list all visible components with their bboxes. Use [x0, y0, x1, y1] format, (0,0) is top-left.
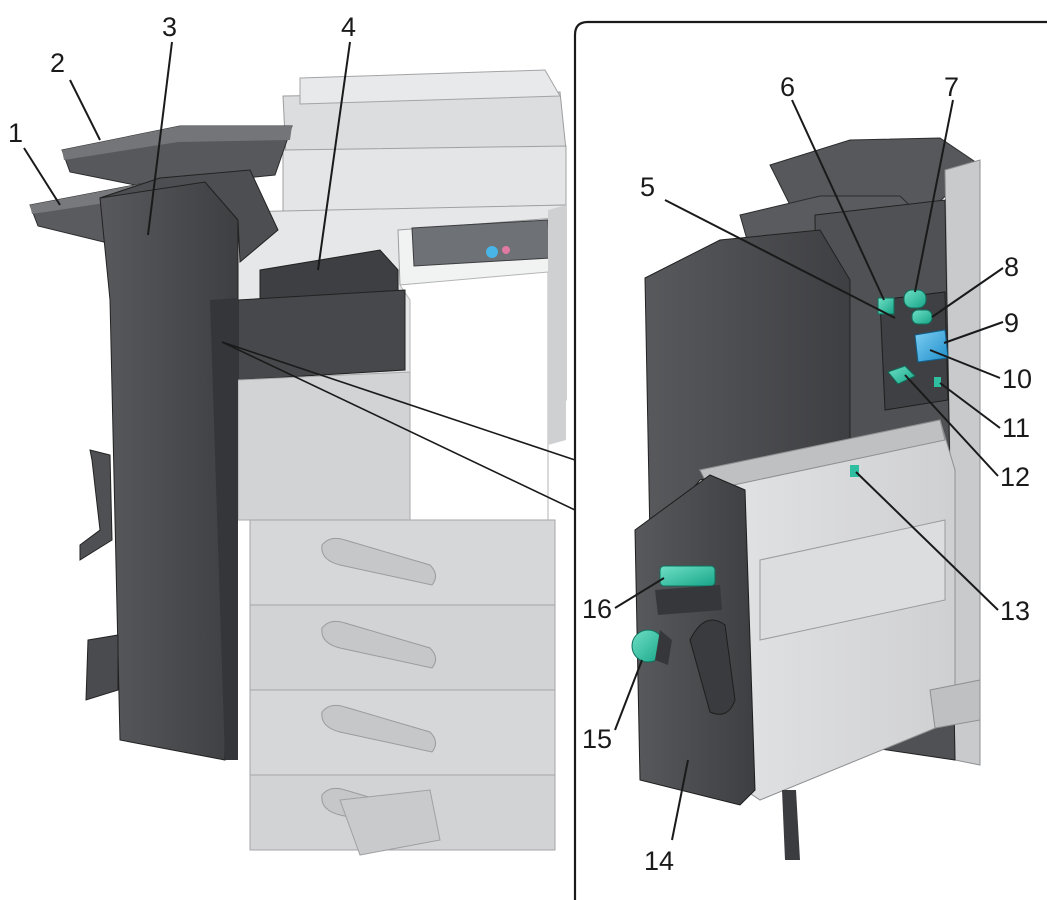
knob-7	[903, 289, 927, 309]
callout-12: 12	[1000, 462, 1030, 492]
touch-screen	[411, 219, 551, 267]
document-feeder-tray	[299, 69, 561, 105]
finisher-body	[79, 169, 279, 761]
knob-8	[911, 309, 933, 325]
callout-5: 5	[640, 172, 655, 202]
stop-button	[502, 246, 510, 254]
callout-10: 10	[1002, 364, 1032, 394]
handle-recess	[655, 585, 722, 615]
finisher-side-lower	[210, 298, 238, 760]
drawer-handle-3	[321, 704, 436, 753]
output-tray-front	[237, 289, 406, 381]
leader-4	[317, 41, 351, 271]
drawer-handle-1	[321, 537, 436, 586]
leader-13	[855, 471, 999, 611]
leader-10	[929, 349, 1001, 379]
drawer-handle-2	[321, 620, 436, 669]
leader-6	[791, 99, 885, 301]
copier-side	[548, 205, 566, 445]
callout-3: 3	[162, 12, 177, 42]
machine-stand-foot	[339, 789, 441, 856]
leader-11	[939, 382, 1001, 429]
leader-14	[671, 759, 689, 841]
callout-11: 11	[1002, 413, 1030, 443]
zoom-line-upper	[221, 341, 576, 511]
indicator-11	[934, 377, 941, 387]
callout-2: 2	[50, 48, 65, 78]
leader-15	[614, 659, 643, 731]
start-button	[486, 246, 498, 258]
leader-12	[904, 374, 999, 477]
handle-16	[659, 565, 716, 587]
tray-2-top	[62, 126, 292, 160]
callout-14: 14	[644, 846, 674, 876]
leader-5	[664, 199, 896, 319]
callout-4: 4	[341, 12, 356, 42]
leader-9	[943, 321, 1004, 344]
finisher-open-view	[631, 137, 981, 860]
leader-1	[23, 147, 61, 206]
paper-drawers	[237, 371, 556, 856]
callout-1: 1	[8, 118, 23, 148]
callout-16: 16	[582, 594, 612, 624]
copier-machine	[237, 69, 567, 856]
scanner-body	[282, 145, 567, 213]
finisher-top	[99, 169, 279, 264]
bottom-tray	[85, 634, 119, 701]
saddle-tray	[79, 449, 113, 561]
leader-8	[931, 267, 1004, 318]
guide-tab-13	[850, 465, 859, 477]
callout-9: 9	[1004, 308, 1019, 338]
leader-7	[914, 99, 954, 293]
finisher-base	[929, 679, 981, 729]
leader-2	[69, 79, 101, 141]
callout-15: 15	[582, 724, 612, 754]
stacker-guide	[759, 519, 946, 641]
knob-handle-shape	[689, 619, 736, 715]
zoom-panel-frame	[573, 20, 1047, 900]
lever-12	[887, 365, 916, 385]
knob-15-base	[655, 630, 672, 665]
callout-13: 13	[1000, 596, 1030, 626]
callout-7: 7	[944, 72, 959, 102]
zoom-line-lower	[221, 341, 576, 461]
leader-lines	[23, 41, 1004, 841]
stacker-leg	[782, 790, 800, 860]
callout-8: 8	[1004, 252, 1019, 282]
callout-6: 6	[780, 72, 795, 102]
staple-cartridge-9	[914, 329, 949, 363]
leader-16	[614, 577, 665, 609]
callout-labels: 1 2 3 4 5 6 7 8 9 10 11 12 13 14 15 16	[8, 12, 1032, 876]
leader-3	[147, 41, 173, 236]
